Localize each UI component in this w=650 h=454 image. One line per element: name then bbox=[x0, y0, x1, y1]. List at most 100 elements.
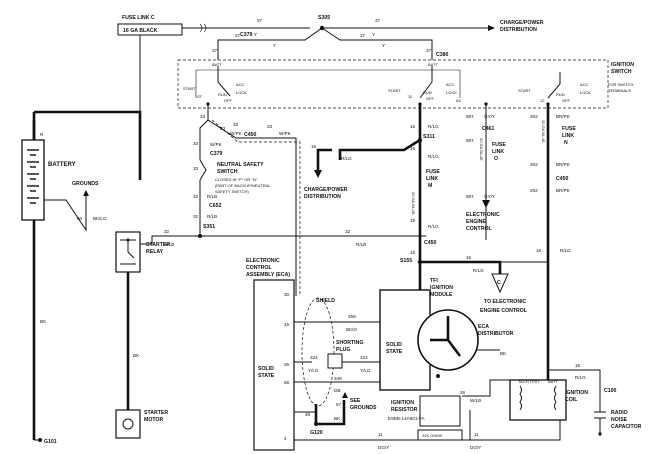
start-mid: START bbox=[388, 88, 401, 93]
tfi-solid1: SOLID bbox=[386, 342, 402, 348]
wire-259: 259 bbox=[348, 314, 356, 319]
batt-left: BATT bbox=[212, 62, 222, 67]
wire-brpk-a: BR/PK bbox=[556, 114, 571, 119]
tfi-solid2: STATE bbox=[386, 349, 403, 355]
wire-wpk-c: W/PK bbox=[210, 142, 223, 147]
capacitor-label3: CAPACITOR bbox=[611, 424, 642, 430]
eca-pin30: 30 bbox=[284, 292, 290, 297]
ign-switch-note2: TERMINALS bbox=[608, 88, 631, 93]
c380-label: C380 bbox=[436, 52, 449, 58]
t12-right: 12 bbox=[540, 98, 545, 103]
fuse-link-m-3: M bbox=[428, 183, 432, 189]
coil-tach: TACH TEST bbox=[518, 379, 540, 384]
st-left: ST bbox=[197, 94, 203, 99]
wire-bk-o: BK/O bbox=[346, 327, 357, 332]
s155-label: S155 bbox=[400, 258, 412, 264]
wire-rlg-center-b: R/LG bbox=[428, 154, 439, 159]
wire-ylg-b: Y/LG bbox=[360, 368, 371, 373]
wire-rlg-to-eec: R/LG bbox=[473, 268, 484, 273]
distribution-mid: DISTRIBUTION bbox=[304, 194, 341, 200]
c-marker: C bbox=[497, 280, 501, 286]
eca-dist1: ECA bbox=[478, 324, 489, 330]
wire-rlb-b: R/LB bbox=[207, 214, 217, 219]
wire-33-e: 33 bbox=[193, 141, 199, 146]
eec-label3: CONTROL bbox=[466, 226, 492, 232]
eec-branch: 687 GY/Y C461 687 FUSE LINK O 20 GA BLUE… bbox=[466, 104, 506, 240]
g120-label: G120 bbox=[310, 430, 323, 436]
off-right: OFF bbox=[562, 98, 571, 103]
lock-mid: LOCK bbox=[446, 90, 457, 95]
wire-y-top: Y bbox=[254, 32, 257, 37]
wire-33-b: 33 bbox=[220, 126, 226, 131]
starter-relay-label1: STARTER bbox=[146, 242, 170, 248]
tfi-title3: MODULE bbox=[430, 292, 453, 298]
wire-16-center-a: 16 bbox=[410, 124, 416, 129]
ga-blue-center: 20 GA BLUE bbox=[411, 192, 416, 215]
wire-wpk-b: W/PK bbox=[279, 131, 292, 136]
eec-label1: ELECTRONIC bbox=[466, 212, 500, 218]
starter-relay-label2: RELAY bbox=[146, 249, 164, 255]
eca-title2: CONTROL bbox=[246, 265, 272, 271]
eca-pin16: 16 bbox=[284, 322, 290, 327]
wire-32-d: 32 bbox=[345, 229, 351, 234]
wire-32-c: 32 bbox=[164, 229, 170, 234]
ignition-switch: IGNITION SWITCH FOR SWITCH TERMINALS STA… bbox=[177, 59, 634, 109]
battery-section: R BATTERY GROUNDS 60 BK/LG BK G101 START… bbox=[21, 110, 170, 445]
wire-33-c: 33 bbox=[233, 122, 239, 127]
wire-y-left: Y bbox=[273, 43, 276, 48]
wire-rlg-coil: R/LG bbox=[575, 375, 586, 380]
to-eec-label2: ENGINE CONTROL bbox=[480, 308, 528, 314]
wire-57: 57 bbox=[336, 402, 342, 407]
resistor-label1: IGNITION bbox=[391, 400, 414, 406]
wire-37-c380: 37 bbox=[426, 48, 432, 53]
wire-16-s155: 16 bbox=[410, 250, 416, 255]
wire-19-center: 19 bbox=[410, 218, 416, 223]
fuse-link-n-2: LINK bbox=[562, 133, 574, 139]
neutral-safety-section: 33 33 33 W/PK W/PK 33 C450 33 W/PK C379 … bbox=[140, 104, 426, 296]
ign-switch-note1: FOR SWITCH bbox=[608, 82, 633, 87]
run-right: RUN bbox=[556, 92, 565, 97]
wire-db: DB bbox=[334, 388, 340, 393]
wire-wlb: W/LB bbox=[470, 398, 481, 403]
start-left: START bbox=[183, 86, 196, 91]
c379-top-label: C379 bbox=[240, 32, 253, 38]
wire-y-right: Y bbox=[372, 32, 375, 37]
wire-60: 60 bbox=[77, 216, 83, 221]
start-right: START bbox=[518, 88, 531, 93]
nss-note2: (PART OF BACKUP/NEUTRAL bbox=[215, 183, 271, 188]
shield-label: SHIELD bbox=[316, 298, 335, 304]
wire-16-to-eec: 16 bbox=[466, 255, 472, 260]
wire-gyy-c: GY/Y bbox=[484, 194, 495, 199]
ga-blue-right: 20 GA BLUE bbox=[541, 120, 546, 143]
wire-16-right: 16 bbox=[536, 248, 542, 253]
tfi-title2: IGNITION bbox=[430, 285, 453, 291]
shorting-plug2: PLUG bbox=[336, 347, 350, 353]
wire-262-b: 262 bbox=[530, 162, 538, 167]
wire-16-coil: 16 bbox=[575, 363, 581, 368]
nss-note1: CLOSED IN "P" OR "N" bbox=[215, 177, 258, 182]
wire-rlg-center-a: R/LG bbox=[428, 124, 439, 129]
run-left: RUN bbox=[218, 92, 227, 97]
t11-mid: 11 bbox=[408, 94, 413, 99]
wire-ylg-a: Y/LG bbox=[308, 368, 319, 373]
wire-37-left: 37 bbox=[235, 33, 241, 38]
off-left: OFF bbox=[224, 98, 233, 103]
eca-pin36: 36 bbox=[284, 362, 290, 367]
eca-solid2: STATE bbox=[258, 373, 275, 379]
wire-bk-dist: BK bbox=[500, 351, 507, 356]
coil-title1: IGNITION bbox=[565, 390, 588, 396]
c379-nss: C379 bbox=[210, 151, 223, 157]
wire-r-left: R bbox=[40, 132, 44, 137]
wire-y-mid: Y bbox=[382, 43, 385, 48]
resistor-part: E9DB-14A601-FA bbox=[388, 416, 425, 421]
fuse-link-o-3: O bbox=[494, 156, 498, 162]
fuse-link-n-3: N bbox=[564, 140, 568, 146]
s305-label: S305 bbox=[318, 15, 330, 21]
acc-left: ACC bbox=[236, 82, 245, 87]
wire-11-eca: 11 bbox=[378, 432, 383, 437]
s351-label: S351 bbox=[203, 224, 215, 230]
tfi-title1: TFI bbox=[430, 278, 438, 284]
wire-37-top: 37 bbox=[257, 18, 263, 23]
wire-bk-starter: BK bbox=[133, 353, 140, 358]
wire-bk-g120: BK bbox=[334, 416, 341, 421]
